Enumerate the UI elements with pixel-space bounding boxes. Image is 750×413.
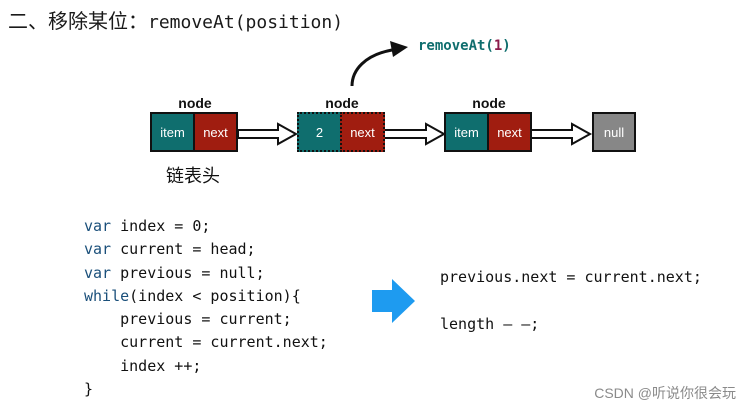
code-text: previous = null; [111,263,265,282]
title-prefix: 二、移除某位： [8,9,148,33]
link-arrow-3 [530,122,593,146]
code-line: previous.next = current.next; [440,268,702,286]
node-1-next-cell: next [193,112,238,152]
removeat-call-arg: 1 [493,38,503,54]
code-keyword: while [84,286,130,305]
code-line: ​ [440,289,702,312]
node-3-next-cell: next [487,112,532,152]
node-3-item-cell: item [444,112,489,152]
code-keyword: var [84,263,112,282]
removal-curve-arrowhead [390,41,408,57]
code-line: ​ index ++; [84,355,328,378]
node-label-3: node [472,95,506,111]
code-line: length — —; [440,314,540,333]
code-text: index ++; [84,356,202,375]
removeat-call-name: removeAt( [418,38,494,54]
code-block-loop: var index = 0;var current = head;var pre… [84,215,328,401]
link-arrow-1 [237,122,299,146]
code-line: ​ current = current.next; [84,331,328,354]
null-node: null [592,112,636,152]
link-arrow-2 [382,122,447,146]
node-1-item-cell: item [150,112,195,152]
code-line: ​ previous = current; [84,308,328,331]
page-title: 二、移除某位：removeAt(position) [8,5,343,34]
node-2-item-cell: 2 [297,112,342,152]
code-text: index = 0; [111,217,211,235]
node-label-2: node [325,95,359,111]
code-line: var index = 0; [84,215,328,238]
removal-curve-arrow [350,48,393,87]
code-keyword: var [84,240,112,259]
code-text: current = current.next; [84,333,328,352]
code-text: } [84,380,94,399]
node-label-1: node [178,95,212,111]
code-line: while(index < position){ [84,285,328,308]
removeat-call-label: removeAt(1) [418,38,511,54]
list-head-label: 链表头 [166,166,220,187]
removeat-call-close: ) [502,38,511,54]
title-method: removeAt(position) [148,12,344,33]
code-text: previous = current; [84,310,292,329]
code-line: var previous = null; [84,262,328,285]
list-node-3: item next [444,112,532,152]
code-text: (index < position){ [129,286,301,305]
code-text: current = head; [111,240,256,259]
node-2-next-cell: next [340,112,385,152]
transform-arrow-icon [372,279,415,323]
list-node-1: item next [150,112,238,152]
list-node-2-removed: 2 next [297,112,385,152]
code-line: var current = head; [84,238,328,261]
watermark: CSDN @听说你很会玩 [594,385,736,401]
code-keyword: var [84,217,112,235]
code-block-unlink: previous.next = current.next; ​ length — —… [440,266,702,336]
code-line: ​} [84,378,328,401]
